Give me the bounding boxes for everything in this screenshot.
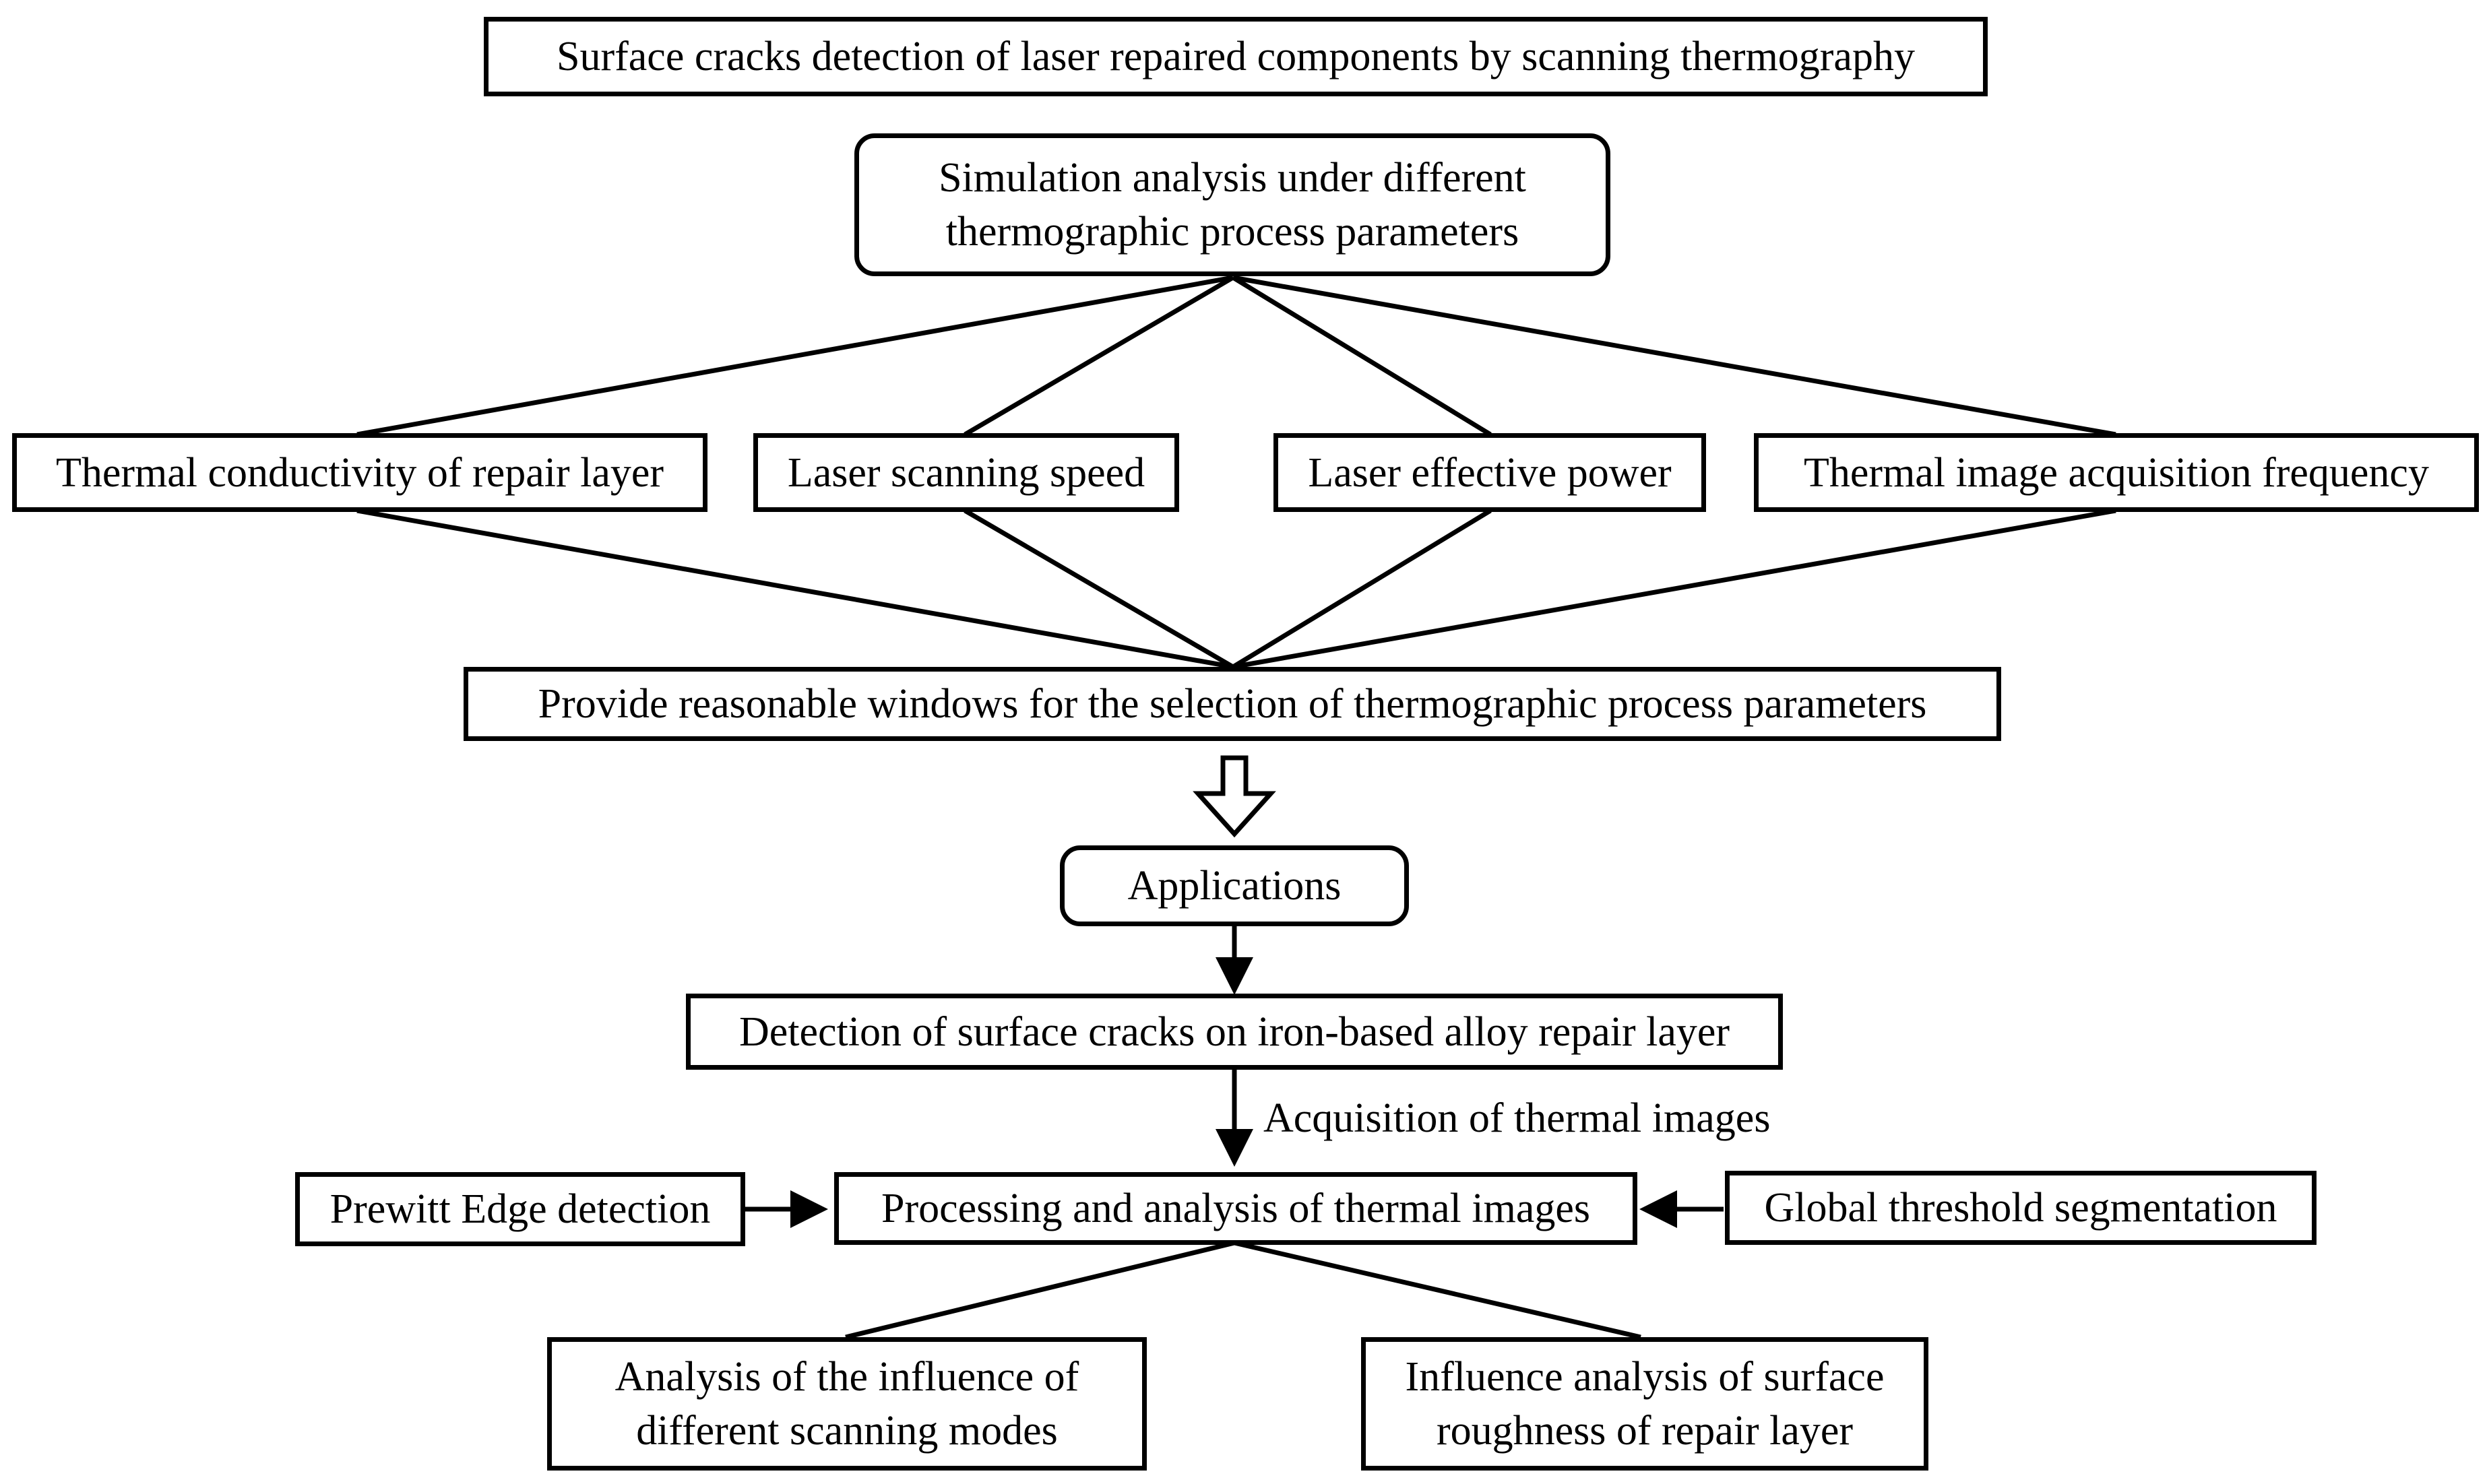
parameter-text: Thermal image acquisition frequency <box>1804 449 2429 496</box>
title-text: Surface cracks detection of laser repair… <box>557 34 1915 79</box>
outcome-text-line1: Influence analysis of surface <box>1405 1354 1885 1400</box>
connector-effective-power-to-windows <box>1232 509 1492 669</box>
simulation-text-line1: Simulation analysis under different <box>939 155 1526 201</box>
parameter-box-scanning-speed: Laser scanning speed <box>753 433 1179 512</box>
global-threshold-text: Global threshold segmentation <box>1764 1185 2277 1231</box>
connector-sim-to-acquisition-frequency <box>1232 275 2116 437</box>
connector-acquisition-frequency-to-windows <box>1232 508 2116 670</box>
processing-text: Processing and analysis of thermal image… <box>881 1186 1591 1231</box>
applications-box: Applications <box>1060 845 1409 926</box>
outcome-box-scanning-modes: Analysis of the influence of different s… <box>547 1337 1147 1471</box>
detection-text: Detection of surface cracks on iron-base… <box>738 1008 1730 1055</box>
outcome-box-roughness: Influence analysis of surface roughness … <box>1361 1337 1928 1471</box>
connector-processing-to-scanning-modes <box>845 1240 1235 1340</box>
parameter-box-acquisition-frequency: Thermal image acquisition frequency <box>1754 433 2479 512</box>
connector-processing-to-roughness <box>1234 1240 1641 1340</box>
outcome-text-line2: roughness of repair layer <box>1436 1408 1854 1454</box>
simulation-text-line2: thermographic process parameters <box>945 209 1519 255</box>
parameter-text: Laser scanning speed <box>787 449 1145 496</box>
prewitt-box: Prewitt Edge detection <box>295 1172 745 1246</box>
connector-scanning-speed-to-windows <box>964 508 1234 670</box>
global-threshold-box: Global threshold segmentation <box>1725 1171 2317 1245</box>
connector-sim-to-scanning-speed <box>964 275 1234 437</box>
connector-thermal-conductivity-to-windows <box>356 508 1234 670</box>
connector-sim-to-thermal-conductivity <box>356 275 1234 437</box>
parameter-text: Thermal conductivity of repair layer <box>55 449 664 496</box>
block-arrow <box>1193 755 1276 838</box>
applications-text: Applications <box>1127 863 1342 909</box>
detection-box: Detection of surface cracks on iron-base… <box>686 994 1783 1070</box>
parameter-box-thermal-conductivity: Thermal conductivity of repair layer <box>12 433 707 512</box>
simulation-box: Simulation analysis under different ther… <box>854 133 1610 276</box>
outcome-text-line1: Analysis of the influence of <box>615 1354 1079 1400</box>
parameter-box-effective-power: Laser effective power <box>1273 433 1706 512</box>
windows-text: Provide reasonable windows for the selec… <box>538 681 1927 727</box>
acquisition-label: Acquisition of thermal images <box>1263 1095 1771 1141</box>
connector-sim-to-effective-power <box>1232 276 1492 437</box>
outcome-text-line2: different scanning modes <box>636 1408 1058 1454</box>
processing-box: Processing and analysis of thermal image… <box>834 1172 1637 1245</box>
parameter-text: Laser effective power <box>1308 449 1672 496</box>
title-box: Surface cracks detection of laser repair… <box>484 17 1988 96</box>
windows-box: Provide reasonable windows for the selec… <box>464 667 2001 741</box>
prewitt-text: Prewitt Edge detection <box>329 1186 711 1232</box>
